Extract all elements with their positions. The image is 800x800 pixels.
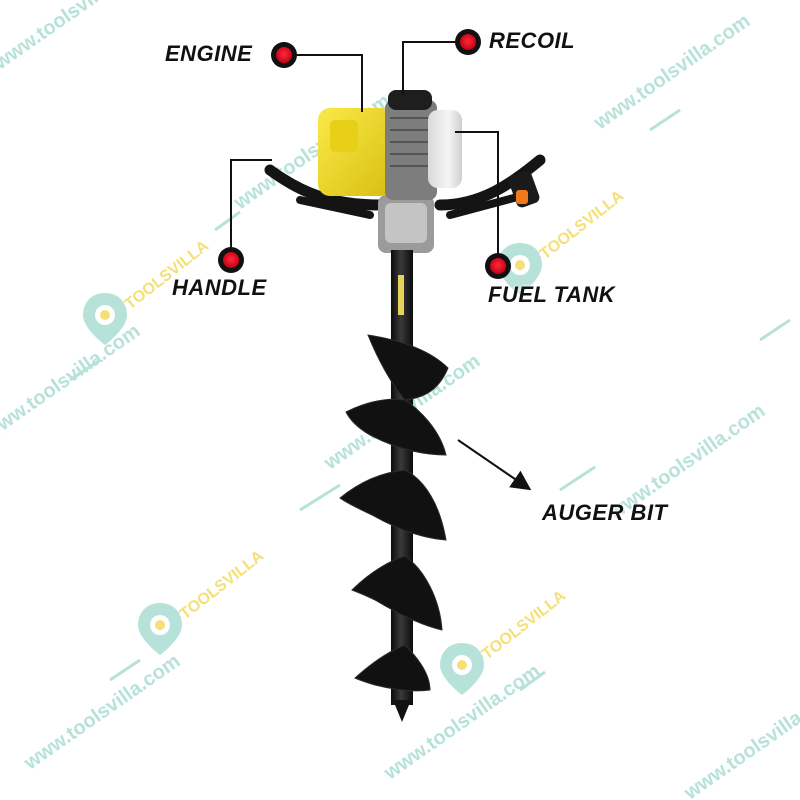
auger-bit-arrow (457, 439, 532, 491)
watermark-url-9: www.toolsvilla.com (0, 0, 154, 75)
callout-lines (230, 41, 532, 491)
engine-label: ENGINE (165, 41, 253, 66)
handle-label: HANDLE (172, 275, 267, 300)
cooling-fins (390, 117, 432, 167)
engine-cylinder (385, 100, 437, 200)
svg-text:www.toolsvilla.com: www.toolsvilla.com (19, 650, 184, 775)
svg-text:TOOLSVILLA: TOOLSVILLA (177, 547, 267, 623)
fuel-tank-marker-core (490, 258, 506, 274)
watermark-url-3: www.toolsvilla.com (0, 320, 144, 445)
svg-text:www.toolsvilla.com: www.toolsvilla.com (0, 320, 144, 445)
watermark-url-8: www.toolsvilla.com (679, 680, 800, 800)
shaft-sticker (398, 275, 404, 315)
engine-marker-core (276, 47, 292, 63)
handle-marker-core (223, 252, 239, 268)
earth-auger-machine (264, 90, 546, 722)
svg-text:TOOLSVILLA: TOOLSVILLA (479, 587, 569, 663)
auger-bit-label: AUGER BIT (542, 500, 668, 525)
fuel-tank-callout-line (455, 131, 499, 265)
recoil-callout-line (402, 41, 468, 95)
toolsvilla-logo-3: TOOLSVILLA (138, 547, 267, 655)
engine-cover-panel (330, 120, 358, 152)
gearbox-face (385, 203, 427, 243)
watermark-url-6: www.toolsvilla.com (19, 650, 184, 775)
recoil-starter (388, 90, 432, 110)
marker-dots (218, 29, 511, 279)
fuel-tank-body (428, 110, 462, 188)
auger-flights (339, 334, 449, 692)
handle-bar (264, 154, 546, 219)
throttle-switch (516, 190, 528, 204)
fuel-tank-label: FUEL TANK (488, 282, 616, 307)
svg-text:www.toolsvilla.com: www.toolsvilla.com (679, 680, 800, 800)
recoil-label: RECOIL (489, 28, 576, 53)
recoil-marker-core (460, 34, 476, 50)
svg-text:www.toolsvilla.com: www.toolsvilla.com (0, 0, 154, 75)
watermark-dashes (69, 108, 791, 692)
auger-tip (393, 700, 411, 722)
handle-callout-line (230, 159, 272, 260)
engine-callout-line (284, 54, 363, 112)
svg-text:TOOLSVILLA: TOOLSVILLA (537, 187, 627, 263)
